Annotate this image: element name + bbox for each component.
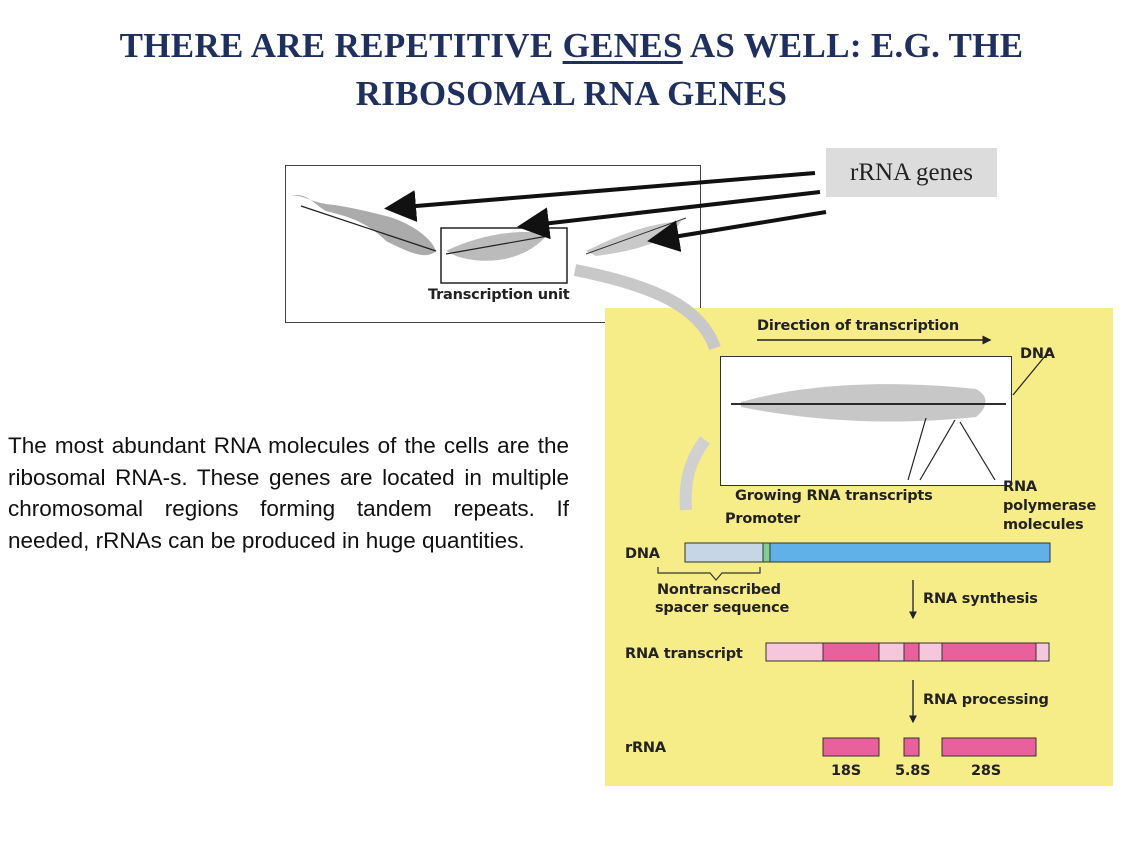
transcript-spacer-left <box>765 642 824 662</box>
polymerase-label-2: polymerase <box>1003 498 1097 514</box>
title-text-part2: AS WELL: E.G. THE <box>682 26 1024 65</box>
enlarged-micrograph <box>720 356 1012 486</box>
callout-arrow-3 <box>647 210 827 252</box>
polymerase-label-1: RNA <box>1003 479 1037 495</box>
promoter-label: Promoter <box>725 511 801 527</box>
dna-transcribed-segment <box>769 542 1051 563</box>
transcription-unit-frame <box>440 227 568 284</box>
micrograph-box: Transcription unit <box>285 165 701 323</box>
spacer-label-1: Nontranscribed <box>657 582 781 598</box>
spacer-brace <box>657 567 761 581</box>
dna-promoter-segment <box>762 542 771 563</box>
transcripts-leader-1 <box>907 417 927 481</box>
enlarged-micrograph-image <box>731 384 1006 422</box>
rrna-18s-bar <box>822 737 880 757</box>
rrna-row-label: rRNA <box>625 740 666 756</box>
transcript-spacer-right <box>1035 642 1050 662</box>
rrna-28s-bar <box>941 737 1037 757</box>
rrna-58s-bar <box>903 737 920 757</box>
title-text-part1: THERE ARE REPETITIVE <box>119 26 563 65</box>
transcript-spacer-a <box>878 642 905 662</box>
transcription-unit-cluster-1 <box>291 194 437 256</box>
dna-leader-line <box>1012 349 1051 396</box>
zoom-arrow-bottom <box>679 436 710 511</box>
body-paragraph: The most abundant RNA molecules of the c… <box>8 433 569 553</box>
polymerase-label-3: molecules <box>1003 517 1084 533</box>
dna-spacer-segment <box>684 542 764 563</box>
rna-processing-label: RNA processing <box>923 692 1049 708</box>
slide-title: THERE ARE REPETITIVE GENES AS WELL: E.G.… <box>0 22 1143 118</box>
transcript-18s-region <box>822 642 880 662</box>
transcript-58s-region <box>903 642 920 662</box>
rna-transcript-row-label: RNA transcript <box>625 646 743 662</box>
callout-arrow-2 <box>517 190 821 240</box>
rrna-genes-callout: rRNA genes <box>826 148 997 197</box>
callout-arrow-1 <box>384 171 816 222</box>
transcript-28s-region <box>941 642 1037 662</box>
direction-label: Direction of transcription <box>757 318 960 334</box>
dna-top-label: DNA <box>1020 346 1055 362</box>
transcript-spacer-b <box>918 642 943 662</box>
title-line-2: RIBOSOMAL RNA GENES <box>355 74 788 113</box>
rrna-28s-label: 28S <box>971 763 1002 779</box>
transcripts-leader-2 <box>919 419 956 481</box>
growing-transcripts-label: Growing RNA transcripts <box>735 488 933 504</box>
spacer-label-2: spacer sequence <box>655 600 790 616</box>
rna-synthesis-label: RNA synthesis <box>923 591 1038 607</box>
rrna-58s-label: 5.8S <box>895 763 931 779</box>
title-underlined-word: GENES <box>562 26 683 65</box>
polymerase-leader <box>959 421 996 481</box>
transcription-unit-label: Transcription unit <box>428 287 570 303</box>
rrna-18s-label: 18S <box>831 763 862 779</box>
zoom-arrow-top <box>573 264 721 351</box>
dna-row-label: DNA <box>625 546 660 562</box>
